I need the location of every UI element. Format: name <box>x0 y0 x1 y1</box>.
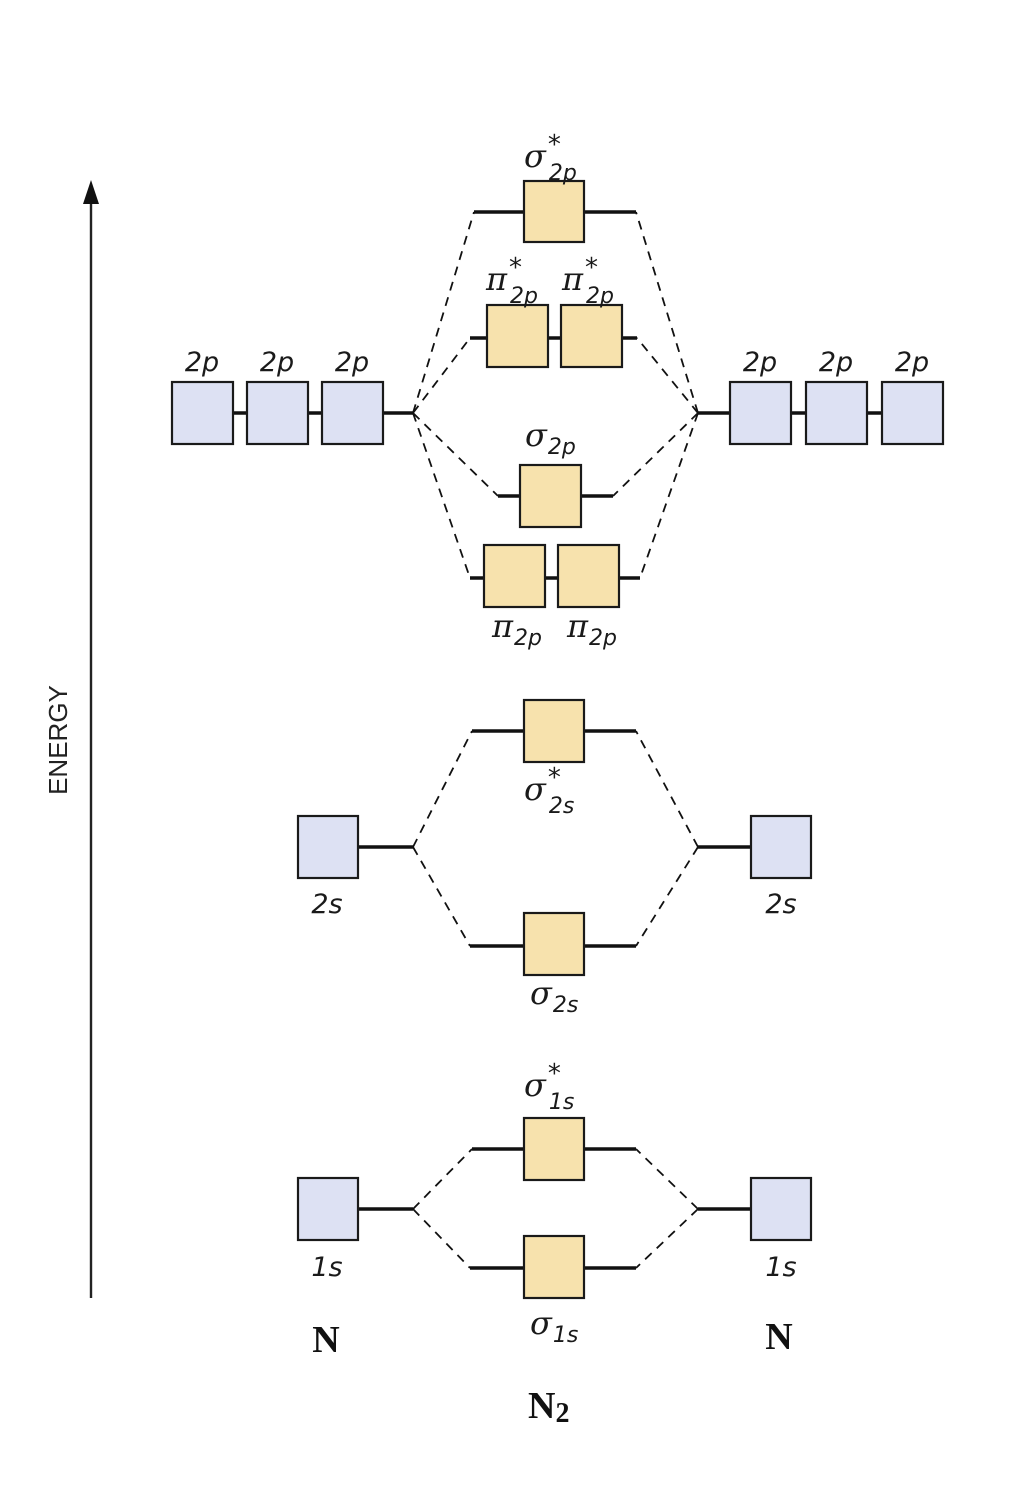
orbital-box-sigma2s-star <box>522 698 586 764</box>
orbital-box-pi2p-star-2 <box>559 303 624 369</box>
energy-axis: ENERGY <box>43 180 99 1298</box>
orbital-label-2p-right-3: 2p <box>895 347 929 378</box>
orbital-box-pi2p-2 <box>556 543 621 609</box>
corr-2p-left-pi2p-star <box>412 337 471 414</box>
orbital-box-sigma2p-star <box>522 179 586 244</box>
orbital-box-2p-left-2 <box>245 380 310 446</box>
mo-sigma1s-star: σ*1s <box>472 1059 636 1182</box>
orbital-label-1s-right: 1s <box>765 1252 796 1283</box>
corr-1s-left-lower <box>412 1208 471 1269</box>
orbital-label-2p-left-3: 2p <box>335 347 369 378</box>
corr-1s-right-lower <box>635 1208 699 1269</box>
corr-2s-left-lower <box>412 846 471 947</box>
corr-2s-right-lower <box>635 846 699 947</box>
orbital-box-2s-left <box>296 814 360 880</box>
corr-2p-left-sigma2p-star <box>412 211 475 414</box>
orbital-box-2p-left-3 <box>320 380 385 446</box>
molecular-orbitals: σ*2p π*2p π*2p σ2p <box>470 130 640 1348</box>
orbital-box-sigma2s <box>522 911 586 977</box>
mo-pi2p: π2p π2p <box>470 543 640 651</box>
mo-sigma2s-star: σ*2s <box>472 698 636 819</box>
mo-label-pi2p-star-2: π*2p <box>561 253 614 309</box>
mo-label-pi2p-1: π2p <box>491 607 542 651</box>
mo-label-sigma2p-star: σ*2p <box>524 130 577 186</box>
orbital-box-2s-right <box>749 814 813 880</box>
corr-2s-right-upper <box>635 730 699 848</box>
mo-sigma2p: σ2p <box>498 416 613 529</box>
energy-axis-arrowhead-icon <box>83 180 99 204</box>
orbital-label-2p-left-2: 2p <box>260 347 294 378</box>
mo-sigma1s: σ1s <box>470 1234 636 1348</box>
corr-1s-right-upper <box>635 1148 699 1210</box>
mo-label-sigma2p: σ2p <box>525 416 576 460</box>
atom-labels: N N N2 <box>312 1316 792 1429</box>
orbital-box-pi2p-star-1 <box>485 303 550 369</box>
corr-2p-left-sigma2p <box>412 412 499 497</box>
orbital-label-2p-left-1: 2p <box>185 347 219 378</box>
orbital-box-2p-left-1 <box>170 380 235 446</box>
mo-sigma2s: σ2s <box>470 911 636 1018</box>
orbital-box-1s-left <box>296 1176 360 1242</box>
mo-label-sigma2s-star: σ*2s <box>524 763 574 819</box>
energy-axis-label: ENERGY <box>43 685 73 795</box>
orbital-label-1s-left: 1s <box>311 1252 342 1283</box>
left-atom-orbitals: 2p 2p 2p 2s 1s <box>170 347 413 1283</box>
mo-sigma2p-star: σ*2p <box>474 130 636 244</box>
mo-label-sigma1s-star: σ*1s <box>524 1059 574 1115</box>
molecule-label: N2 <box>528 1385 569 1429</box>
mo-label-sigma2s: σ2s <box>530 974 578 1018</box>
right-atom-orbitals: 2p 2p 2p 2s 1s <box>698 347 945 1283</box>
orbital-label-2s-right: 2s <box>765 889 796 920</box>
orbital-box-sigma1s-star <box>522 1116 586 1182</box>
corr-2s-left-upper <box>412 730 473 848</box>
mo-label-sigma1s: σ1s <box>530 1304 578 1348</box>
orbital-label-2s-left: 2s <box>311 889 342 920</box>
corr-2p-right-sigma2p-star <box>635 211 699 414</box>
orbital-box-2p-right-3 <box>880 380 945 446</box>
mo-pi2p-star: π*2p π*2p <box>470 253 637 369</box>
orbital-box-1s-right <box>749 1176 813 1242</box>
orbital-box-2p-right-2 <box>804 380 869 446</box>
corr-1s-left-upper <box>412 1148 473 1210</box>
orbital-box-sigma1s <box>522 1234 586 1300</box>
atom-label-left: N <box>312 1319 339 1361</box>
corr-2p-right-sigma2p <box>612 412 699 497</box>
mo-label-pi2p-star-1: π*2p <box>485 253 538 309</box>
corr-2p-left-pi2p <box>412 412 471 579</box>
mo-label-pi2p-2: π2p <box>566 607 617 651</box>
orbital-label-2p-right-2: 2p <box>819 347 853 378</box>
orbital-box-sigma2p <box>518 463 583 529</box>
atom-label-right: N <box>765 1316 792 1358</box>
corr-2p-right-pi2p-star <box>636 337 699 414</box>
orbital-box-2p-right-1 <box>728 380 793 446</box>
orbital-box-pi2p-1 <box>482 543 547 609</box>
corr-2p-right-pi2p <box>639 412 699 579</box>
correlation-lines <box>412 211 699 1269</box>
orbital-label-2p-right-1: 2p <box>743 347 777 378</box>
